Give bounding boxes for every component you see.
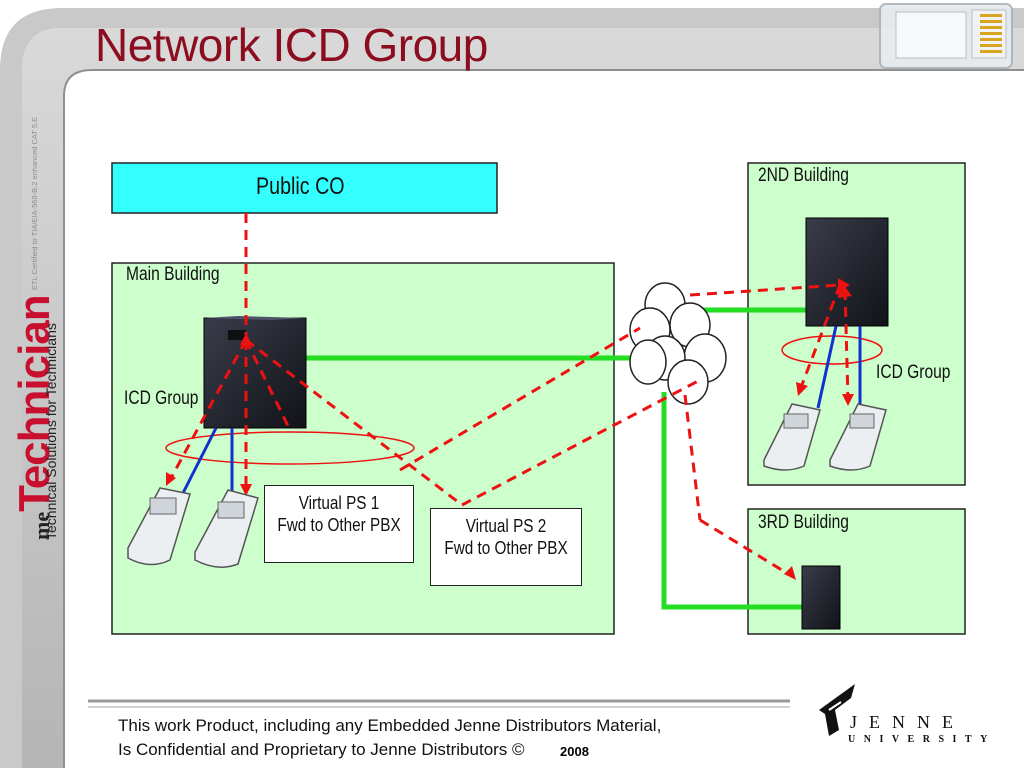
phone-icon (763, 403, 821, 471)
virtual-ps1-box: Virtual PS 1 Fwd to Other PBX (264, 485, 414, 563)
third-building-label: 3RD Building (758, 512, 849, 533)
rj45-plug-icon (879, 3, 1013, 69)
virtual-ps2-line2: Fwd to Other PBX (444, 538, 568, 558)
main-pbx (203, 316, 307, 429)
extension-links (180, 325, 862, 496)
footer-year: 2008 (560, 744, 589, 759)
virtual-ps1-line2: Fwd to Other PBX (277, 515, 401, 535)
slide-title: Network ICD Group (95, 19, 488, 71)
logo-university: UNIVERSITY (848, 734, 996, 745)
third-pbx (801, 565, 841, 630)
virtual-ps2-line1: Virtual PS 2 (465, 516, 547, 536)
icd-group-ring-main (165, 431, 415, 465)
icd-group-ring-second (781, 335, 883, 365)
main-building-label: Main Building (126, 264, 220, 285)
public-co-label: Public CO (256, 173, 345, 200)
call-flow-paths (168, 213, 850, 577)
public-co-box (111, 162, 498, 214)
footer-line-2: Is Confidential and Proprietary to Jenne… (118, 740, 525, 759)
logo-jenne: JENNE (850, 712, 965, 732)
third-building-box (747, 508, 966, 635)
phone-icon (829, 403, 887, 471)
mortarboard-icon (819, 684, 855, 736)
virtual-ps1-line1: Virtual PS 1 (298, 493, 380, 513)
phone-icon (194, 489, 259, 568)
phone-icon (127, 487, 191, 566)
call-flow-arrowheads (166, 278, 854, 580)
icd-group-label-second: ICD Group (876, 362, 951, 383)
virtual-ps2-box: Virtual PS 2 Fwd to Other PBX (430, 508, 582, 586)
footer-line-1: This work Product, including any Embedde… (118, 716, 662, 735)
second-building-label: 2ND Building (758, 165, 849, 186)
second-pbx (805, 217, 889, 327)
icd-group-label-main: ICD Group (124, 388, 199, 409)
wan-cloud (629, 282, 727, 405)
network-links (306, 307, 806, 610)
network-diagram (111, 162, 966, 635)
